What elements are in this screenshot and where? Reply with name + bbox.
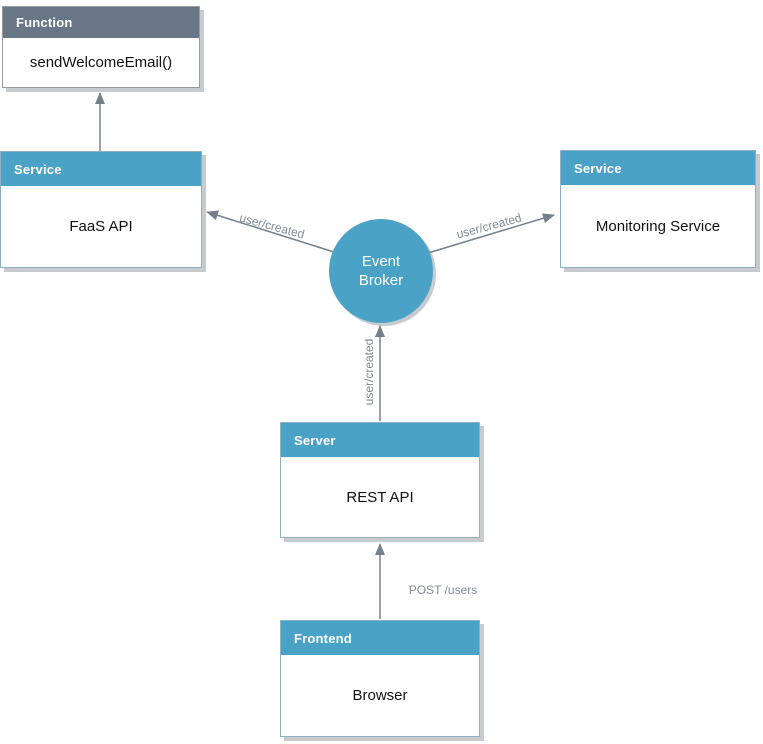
node-frontend-label: Browser (281, 655, 479, 736)
edge-label-broker-to-monitoring: user/created (454, 210, 524, 242)
node-event-broker: Event Broker (329, 219, 433, 323)
node-server: Server REST API (280, 422, 480, 538)
node-function-label: sendWelcomeEmail() (3, 38, 199, 87)
node-server-label: REST API (281, 457, 479, 537)
node-service-monitoring-header: Service (561, 151, 755, 185)
edge-label-broker-to-faas: user/created (237, 210, 307, 242)
node-function-header: Function (3, 7, 199, 38)
node-frontend-header: Frontend (281, 621, 479, 655)
event-broker-label-line1: Event (361, 253, 401, 270)
node-function: Function sendWelcomeEmail() (2, 6, 200, 88)
node-frontend: Frontend Browser (280, 620, 480, 737)
node-service-faas-label: FaaS API (1, 186, 201, 267)
node-service-monitoring: Service Monitoring Service (560, 150, 756, 268)
node-service-faas-header: Service (1, 152, 201, 186)
node-service-monitoring-label: Monitoring Service (561, 185, 755, 267)
node-server-header: Server (281, 423, 479, 457)
node-service-faas: Service FaaS API (0, 151, 202, 268)
edge-label-server-to-broker: user/created (362, 338, 376, 406)
edge-label-frontend-to-server: POST /users (408, 583, 478, 597)
event-broker-label-line2: Broker (358, 272, 404, 289)
